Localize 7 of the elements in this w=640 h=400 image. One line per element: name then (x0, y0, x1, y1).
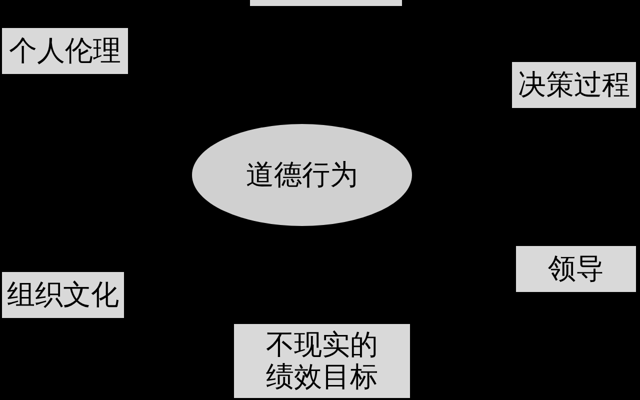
factor-box: 决策过程 (512, 62, 636, 108)
factor-box: 组织文化 (2, 272, 124, 318)
factor-box: 领导 (516, 246, 636, 292)
empty-box (250, 0, 402, 6)
factor-box: 不现实的绩效目标 (234, 324, 410, 398)
central-ellipse: 道德行为 (192, 124, 412, 226)
factor-box: 个人伦理 (2, 28, 128, 74)
